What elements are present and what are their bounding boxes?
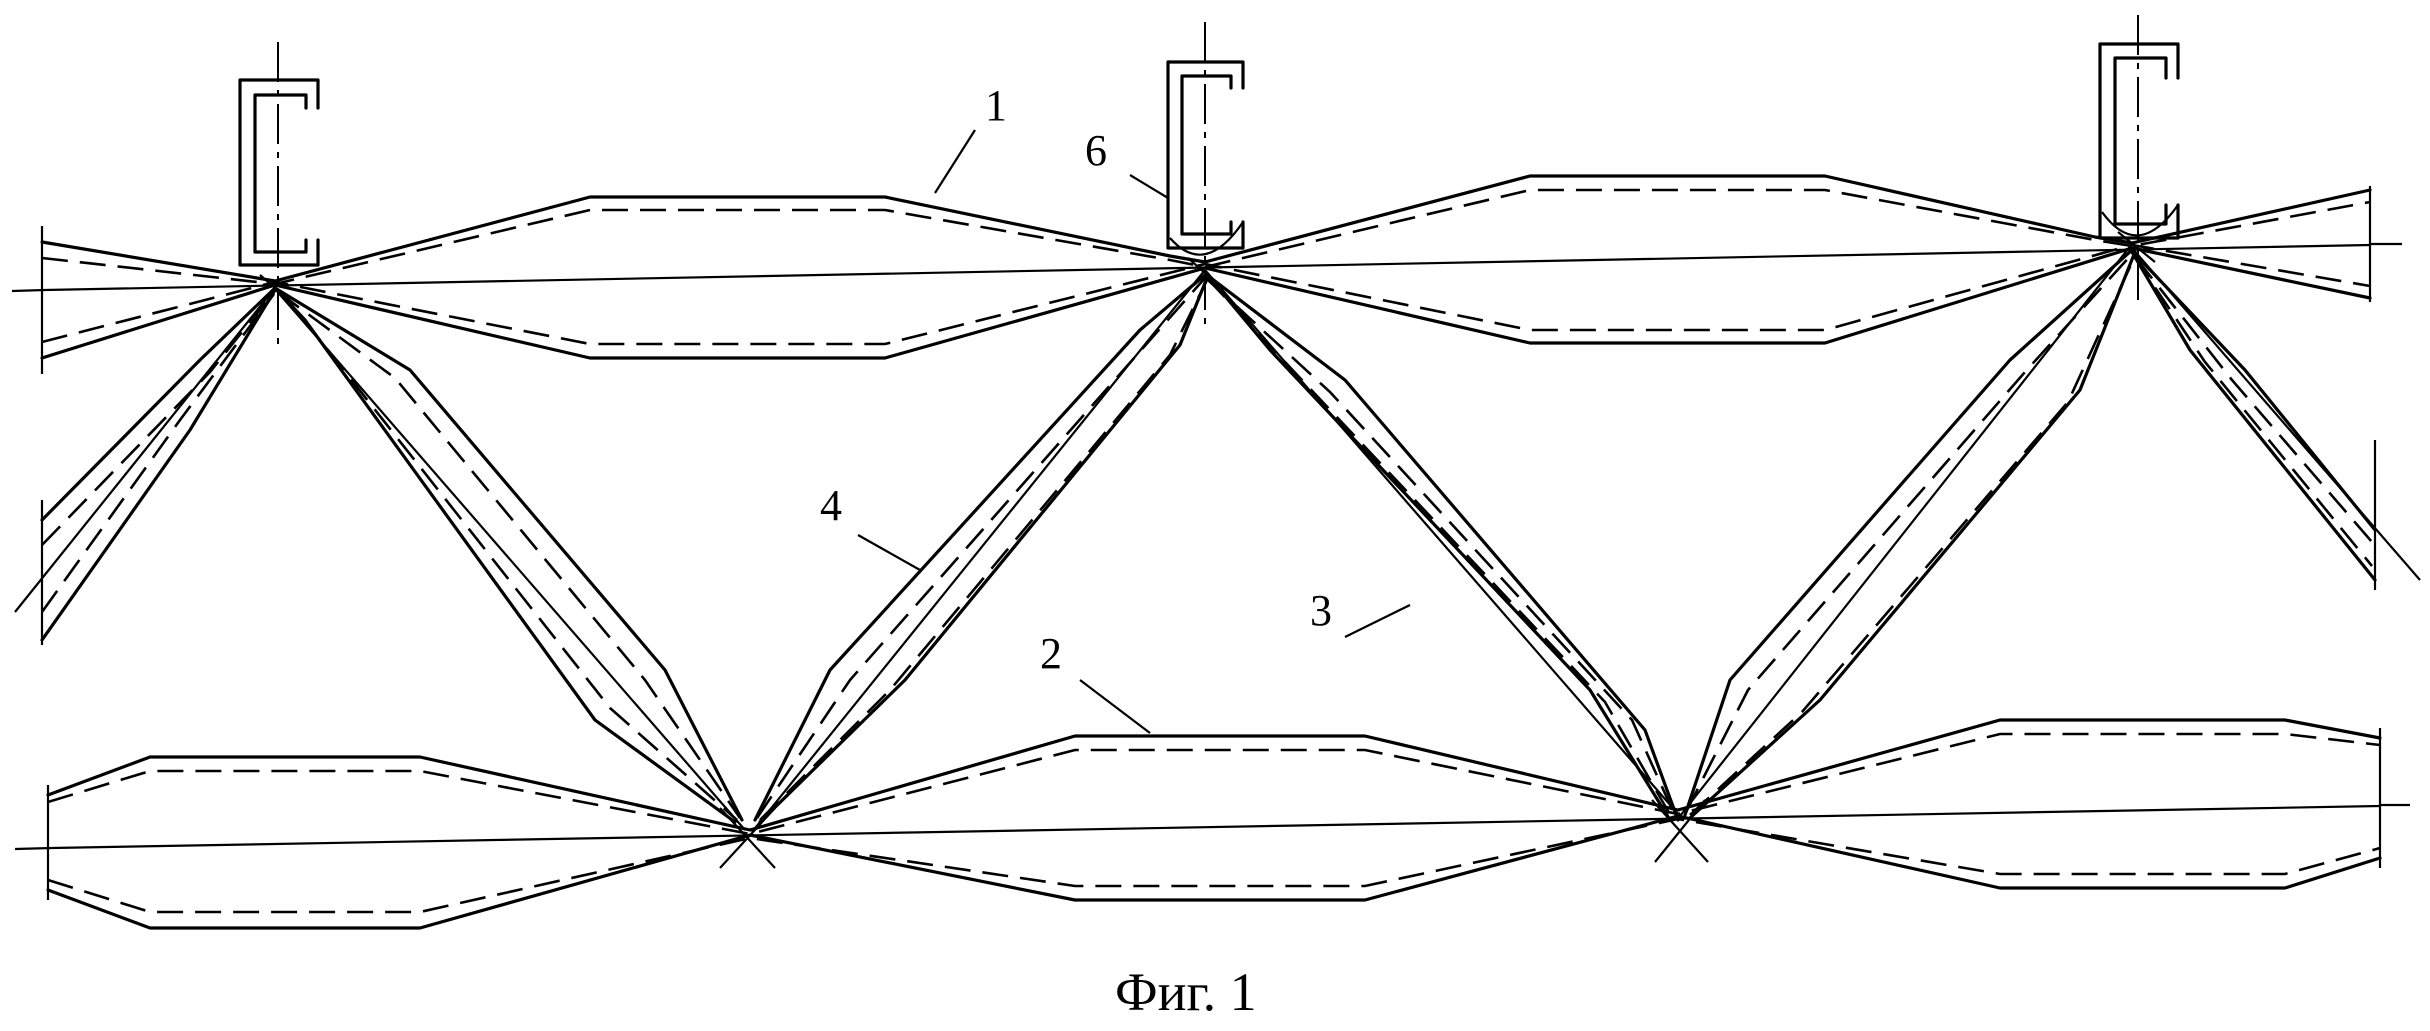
label-2: 2 (1040, 629, 1062, 678)
label-1: 1 (985, 81, 1007, 130)
diagonal-braces (14, 243, 2421, 833)
bottom-chord (14, 718, 2410, 930)
node-center-lines (259, 15, 2156, 869)
label-3: 3 (1310, 586, 1332, 635)
leader-lines (857, 129, 1411, 734)
figure-caption: Фиг. 1 (1115, 962, 1257, 1022)
label-4: 4 (820, 481, 842, 530)
c-profile-purlins (238, 42, 2180, 267)
label-6: 6 (1085, 126, 1107, 175)
